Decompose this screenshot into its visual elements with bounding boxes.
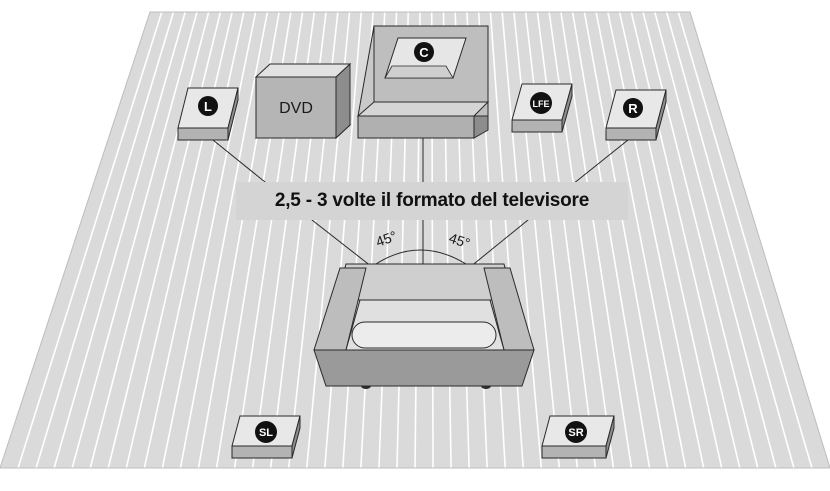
front-left-speaker: L xyxy=(177,87,239,141)
surround-right-speaker-label: SR xyxy=(568,427,583,439)
floor-plank-line xyxy=(489,11,525,469)
angle-left-label: 45° xyxy=(374,228,399,250)
front-left-speaker-icon xyxy=(198,96,218,116)
floor-plank-line xyxy=(571,11,651,469)
front-right-speaker: R xyxy=(605,89,667,141)
dvd-label: DVD xyxy=(279,100,313,117)
floor-plank-line xyxy=(71,11,198,469)
floor-plank-line xyxy=(560,11,633,469)
floor-plank-line xyxy=(607,11,705,469)
subwoofer-icon xyxy=(530,92,552,114)
floor-plank-line xyxy=(595,11,687,469)
floor-plank-line xyxy=(17,11,163,469)
center-speaker: C xyxy=(384,37,467,79)
surround-right-speaker: SR xyxy=(541,415,615,459)
subwoofer-speaker: LFE xyxy=(511,83,573,133)
floor-plank-line xyxy=(654,11,777,469)
floor-plank-line xyxy=(630,11,741,469)
angle-right-label: 45° xyxy=(447,230,472,252)
surround-left-speaker-icon xyxy=(255,421,277,443)
floor-plank-line xyxy=(161,11,257,469)
surround-right-speaker-icon xyxy=(565,421,587,443)
sofa-icon xyxy=(313,263,535,389)
distance-caption: 2,5 - 3 volte il formato del televisore xyxy=(236,182,628,220)
floor-plank-line xyxy=(642,11,759,469)
surround-left-speaker-label: SL xyxy=(259,427,273,439)
floor-plank-line xyxy=(179,11,269,469)
front-right-speaker-label: R xyxy=(628,101,638,116)
floor-plank-line xyxy=(618,11,723,469)
tv-with-center-speaker: C xyxy=(356,25,490,139)
floor-plank-line xyxy=(677,11,813,469)
center-speaker-icon xyxy=(414,42,434,62)
front-right-speaker-icon xyxy=(623,98,643,118)
floor-plank-line xyxy=(35,11,175,469)
floor-plank-line xyxy=(665,11,795,469)
floor-plank-line xyxy=(53,11,186,469)
surround-left-speaker: SL xyxy=(231,415,301,459)
floor-plank-line xyxy=(501,11,543,469)
floor-plank-line xyxy=(323,11,363,469)
front-left-speaker-label: L xyxy=(204,99,212,114)
floor-plank-line xyxy=(583,11,669,469)
dvd-player: DVD xyxy=(254,62,352,140)
center-speaker-label: C xyxy=(419,45,429,60)
subwoofer-label: LFE xyxy=(533,99,550,109)
